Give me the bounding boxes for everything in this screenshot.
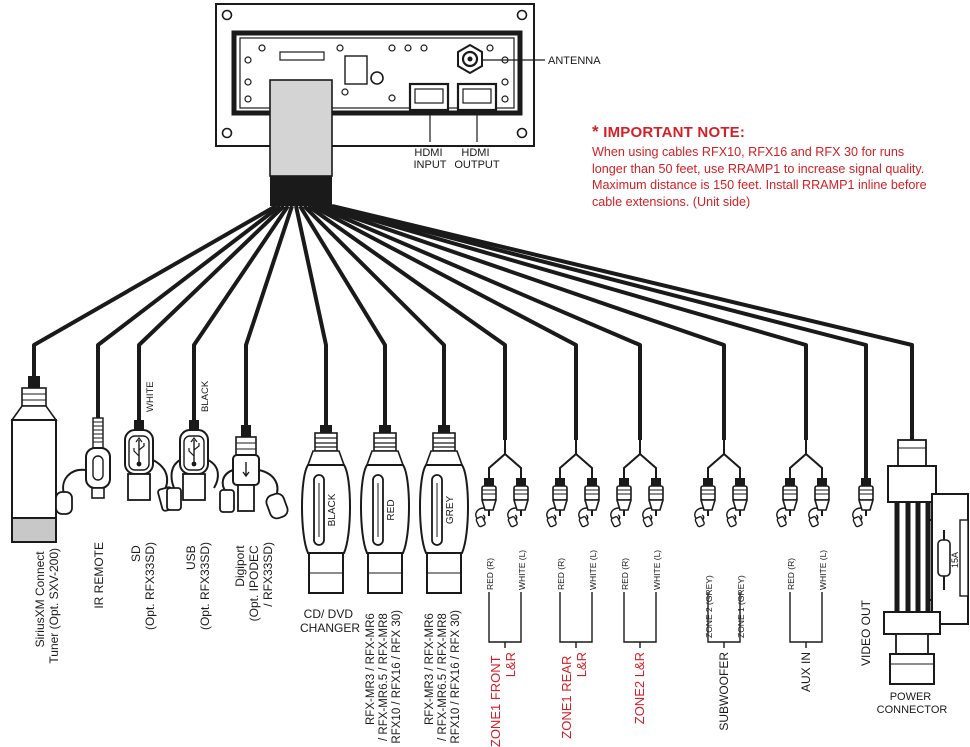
aux-in-label: AUX IN bbox=[799, 652, 813, 692]
antenna-label: ANTENNA bbox=[548, 55, 601, 67]
rfx-grey-label: RFX-MR3 / RFX-MR6 / RFX-MR6.5 / RFX-MR8 … bbox=[424, 610, 462, 747]
fuse-label: 15A bbox=[950, 552, 960, 568]
ir-remote-plug bbox=[55, 417, 111, 515]
rca-pair-subwoofer bbox=[693, 440, 748, 529]
important-note: * IMPORTANT NOTE: When using cables RFX1… bbox=[592, 122, 932, 210]
zone2-white-label: WHITE (L) bbox=[652, 550, 662, 590]
power-connector bbox=[883, 439, 969, 685]
hdmi-input-port bbox=[408, 82, 450, 112]
rca-video-out bbox=[851, 477, 874, 529]
plug-black-label: BLACK bbox=[327, 493, 338, 526]
usb-label: USB (Opt. RFX33SD) bbox=[184, 542, 212, 630]
zone1-front-white-label: WHITE (L) bbox=[517, 550, 527, 590]
cd-changer-plug bbox=[301, 424, 351, 594]
sd-label: SD (Opt. RFX33SD) bbox=[129, 542, 157, 630]
cable-bundle bbox=[32, 204, 914, 478]
power-connector-label: POWER CONNECTOR bbox=[877, 691, 948, 716]
harness-block bbox=[269, 79, 333, 206]
cd-changer-label: CD/ DVD CHANGER bbox=[300, 607, 360, 635]
zone1-front-label: ZONE1 FRONT L&R bbox=[488, 652, 518, 747]
sub-zone1-label: ZONE 1 (GREY) bbox=[736, 575, 746, 638]
zone1-rear-label: ZONE1 REAR L&R bbox=[559, 652, 589, 739]
head-unit bbox=[215, 3, 545, 206]
important-note-heading: IMPORTANT NOTE: bbox=[603, 124, 746, 141]
plug-grey-label: GREY bbox=[445, 496, 456, 525]
hdmi-output-port bbox=[456, 82, 498, 112]
rca-pair-zone2 bbox=[609, 440, 664, 529]
zone2-label: ZONE2 L&R bbox=[632, 652, 647, 724]
usb-plug bbox=[166, 419, 219, 511]
black-wire-label: BLACK bbox=[200, 380, 211, 412]
video-out-label: VIDEO OUT bbox=[859, 599, 873, 666]
sirius-tuner-module bbox=[10, 376, 58, 543]
zone1-front-red-label: RED (R) bbox=[485, 558, 495, 590]
rca-pair-zone1-front bbox=[474, 440, 529, 529]
important-note-body: When using cables RFX10, RFX16 and RFX 3… bbox=[592, 145, 927, 209]
hdmi-output-label: HDMI OUTPUT bbox=[454, 147, 500, 171]
plug-red-label: RED bbox=[386, 499, 397, 520]
rfx-grey-plug bbox=[419, 424, 469, 594]
rca-pair-aux-in bbox=[775, 440, 830, 529]
zone1-rear-white-label: WHITE (L) bbox=[588, 550, 598, 590]
rfx-red-label: RFX-MR3 / RFX-MR6 / RFX-MR6.5 / RFX-MR8 … bbox=[365, 610, 403, 747]
zone1-rear-red-label: RED (R) bbox=[556, 558, 566, 590]
white-wire-label: WHITE bbox=[145, 381, 156, 412]
subwoofer-label: SUBWOOFER bbox=[717, 652, 731, 731]
important-note-title: * IMPORTANT NOTE: bbox=[592, 122, 932, 142]
rca-pair-zone1-rear bbox=[545, 440, 600, 529]
ir-remote-label: IR REMOTE bbox=[92, 542, 106, 609]
hdmi-input-label: HDMI INPUT bbox=[414, 147, 447, 171]
rfx-red-plug bbox=[360, 424, 410, 594]
sub-zone2-label: ZONE 2 (GREY) bbox=[704, 575, 714, 638]
aux-red-label: RED (R) bbox=[786, 558, 796, 590]
digiport-label: Digiport (Opt. IPODEC / RFX33SD) bbox=[233, 542, 275, 621]
zone2-red-label: RED (R) bbox=[620, 558, 630, 590]
aux-white-label: WHITE (L) bbox=[818, 550, 828, 590]
antenna-jack-icon bbox=[457, 43, 483, 75]
digiport-plug bbox=[219, 425, 289, 520]
asterisk: * bbox=[592, 122, 599, 141]
sirius-label: SiriusXM Connect Tuner (Opt. SXV-200) bbox=[33, 548, 61, 664]
